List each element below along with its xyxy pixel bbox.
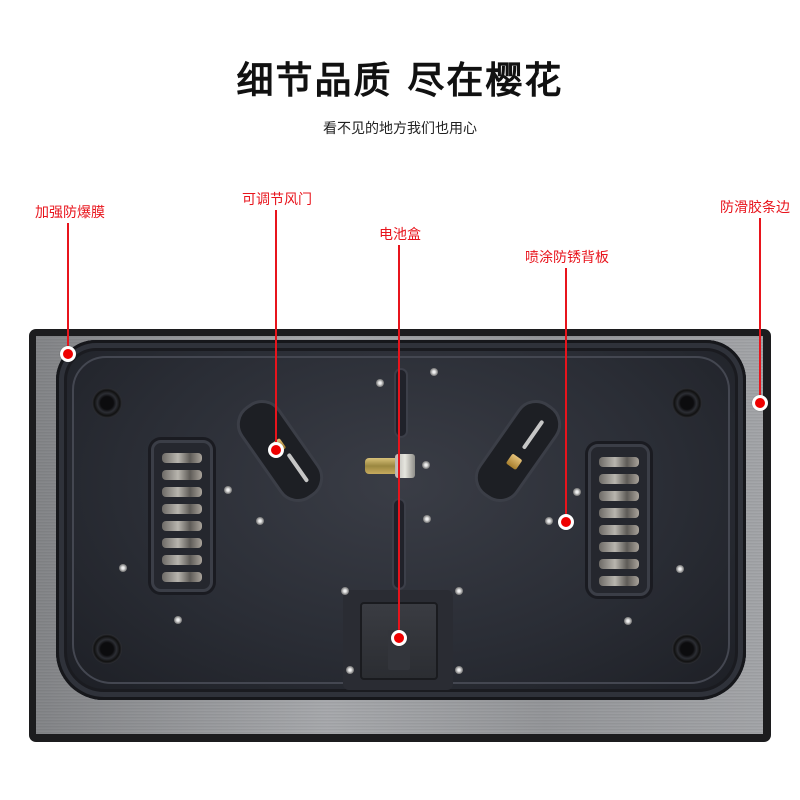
gas-inlet-nut xyxy=(395,454,415,478)
vent-left xyxy=(151,440,213,592)
foot-bottom-left xyxy=(92,634,122,664)
callout-label: 喷涂防锈背板 xyxy=(525,250,609,266)
foot-top-left xyxy=(92,388,122,418)
screw xyxy=(119,564,127,572)
screw xyxy=(256,517,264,525)
center-ridge-top xyxy=(394,368,408,438)
screw xyxy=(430,368,438,376)
page-subtitle: 看不见的地方我们也用心 xyxy=(323,121,477,137)
screw xyxy=(455,666,463,674)
screw xyxy=(624,617,632,625)
callout-line xyxy=(67,223,69,354)
callout-dot xyxy=(752,395,768,411)
callout-label: 电池盒 xyxy=(379,227,421,243)
screw xyxy=(423,515,431,523)
callout-dot xyxy=(391,630,407,646)
screw xyxy=(455,587,463,595)
callout-label: 防滑胶条边 xyxy=(720,200,790,216)
callout-line xyxy=(398,245,400,638)
callout-line xyxy=(275,210,277,450)
screw xyxy=(224,486,232,494)
screw xyxy=(376,379,384,387)
foot-bottom-right xyxy=(672,634,702,664)
callout-line xyxy=(565,268,567,522)
foot-top-right xyxy=(672,388,702,418)
screw xyxy=(573,488,581,496)
callout-dot xyxy=(60,346,76,362)
page-title: 细节品质 尽在樱花 xyxy=(236,59,564,102)
callout-dot xyxy=(558,514,574,530)
screw xyxy=(174,616,182,624)
screw xyxy=(545,517,553,525)
callout-label: 可调节风门 xyxy=(242,192,312,208)
callout-dot xyxy=(268,442,284,458)
vent-right xyxy=(588,444,650,596)
screw xyxy=(422,461,430,469)
screw xyxy=(346,666,354,674)
callout-label: 加强防爆膜 xyxy=(35,205,105,221)
screw xyxy=(341,587,349,595)
screw xyxy=(676,565,684,573)
callout-line xyxy=(759,218,761,403)
